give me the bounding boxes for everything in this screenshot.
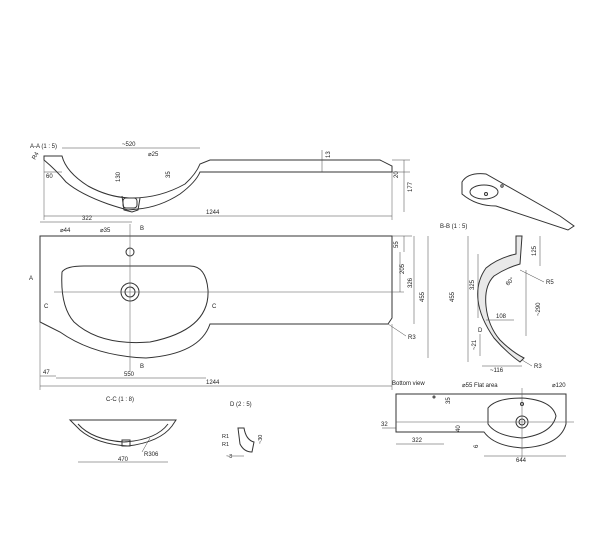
aa-dim-177: 177 bbox=[408, 181, 414, 192]
cc-dim-470: 470 bbox=[118, 457, 129, 463]
aa-dim-25: ⌀25 bbox=[148, 152, 159, 158]
section-aa-profile bbox=[43, 155, 393, 211]
top-dim-326: 326 bbox=[408, 277, 414, 288]
bottom-dim-55: ⌀55 Flat area bbox=[462, 383, 498, 389]
aa-dim-20: 20 bbox=[394, 171, 400, 178]
top-dim-455: 455 bbox=[420, 291, 426, 302]
top-view-basin bbox=[61, 265, 209, 344]
bb-marker-d: D bbox=[478, 328, 483, 334]
marker-c-right: C bbox=[212, 304, 217, 310]
bottom-dim-322: 322 bbox=[412, 438, 423, 444]
bb-dim-108: 108 bbox=[496, 314, 507, 320]
top-view-outline bbox=[39, 235, 393, 359]
section-bb: B-B (1 : 5) 455 325 125 R5 60° ~290 108 … bbox=[440, 224, 554, 374]
top-dim-205: 205 bbox=[400, 263, 406, 274]
detail-d-title: D (2 : 5) bbox=[230, 402, 252, 408]
iso-basin bbox=[469, 184, 499, 200]
bb-dim-290: ~290 bbox=[536, 302, 542, 316]
bottom-dim-6: 6 bbox=[474, 444, 480, 448]
iso-outline bbox=[461, 173, 575, 231]
aa-dim-520: ~520 bbox=[122, 142, 136, 148]
marker-b-top: B bbox=[140, 226, 144, 232]
aa-dim-r4: R4 bbox=[32, 151, 41, 161]
top-dim-1244: 1244 bbox=[206, 380, 220, 386]
detail-d-r1b: R1 bbox=[222, 442, 229, 448]
aa-dim-35: 35 bbox=[166, 171, 172, 178]
detail-d-profile bbox=[237, 427, 255, 453]
aa-dim-13: 13 bbox=[326, 151, 332, 158]
detail-d: D (2 : 5) R1 R1 ~30 ~8 bbox=[222, 402, 264, 460]
section-bb-profile bbox=[477, 235, 525, 363]
section-bb-title: B-B (1 : 5) bbox=[440, 224, 467, 230]
bottom-dim-35: 35 bbox=[446, 397, 452, 404]
marker-a-top: A bbox=[29, 276, 33, 282]
detail-d-8: ~8 bbox=[226, 454, 232, 460]
aa-dim-60: 60 bbox=[46, 174, 53, 180]
bb-dim-116: ~116 bbox=[490, 368, 504, 374]
bb-dim-455: 455 bbox=[450, 291, 456, 302]
cc-dim-r306: R306 bbox=[144, 452, 159, 458]
top-dim-47: 47 bbox=[43, 370, 50, 376]
bb-dim-60deg: 60° bbox=[505, 276, 516, 287]
isometric-view bbox=[461, 173, 575, 231]
bb-dim-r3: R3 bbox=[534, 364, 542, 370]
section-aa-title: A-A (1 : 5) bbox=[30, 144, 57, 150]
bottom-dim-32: 32 bbox=[381, 422, 388, 428]
bb-dim-r5: R5 bbox=[546, 280, 554, 286]
bottom-dim-40: 40 bbox=[456, 425, 462, 432]
top-dim-550: 550 bbox=[124, 372, 135, 378]
marker-c-left: C bbox=[44, 304, 49, 310]
bottom-view: Bottom view ⌀55 Flat area ⌀120 35 32 40 … bbox=[381, 381, 574, 464]
top-dim-r3: R3 bbox=[408, 335, 416, 341]
bottom-dim-644: 644 bbox=[516, 458, 527, 464]
bb-dim-21: ~21 bbox=[472, 339, 478, 350]
section-aa-drain-hole bbox=[122, 197, 138, 209]
section-aa: A-A (1 : 5) ~520 ⌀25 13 20 177 35 130 60… bbox=[30, 142, 414, 220]
bottom-dim-120: ⌀120 bbox=[552, 383, 566, 389]
bb-dim-125: 125 bbox=[532, 245, 538, 256]
section-cc: C-C (1 : 8) 470 R306 bbox=[68, 397, 177, 463]
bb-dim-325: 325 bbox=[470, 279, 476, 290]
aa-dim-130: 130 bbox=[116, 171, 122, 182]
top-dim-322: 322 bbox=[82, 216, 93, 222]
top-dim-35: ⌀35 bbox=[100, 228, 111, 234]
bottom-view-title: Bottom view bbox=[392, 381, 425, 387]
marker-b-bottom: B bbox=[140, 364, 144, 370]
top-view: A B B C C 322 ⌀44 ⌀35 55 205 326 455 R3 … bbox=[29, 216, 429, 390]
top-dim-55: 55 bbox=[394, 241, 400, 248]
detail-d-30: ~30 bbox=[258, 435, 264, 444]
top-dim-44: ⌀44 bbox=[60, 228, 71, 234]
aa-dim-1244: 1244 bbox=[206, 210, 220, 216]
section-cc-title: C-C (1 : 8) bbox=[106, 397, 134, 403]
detail-d-r1a: R1 bbox=[222, 434, 229, 440]
